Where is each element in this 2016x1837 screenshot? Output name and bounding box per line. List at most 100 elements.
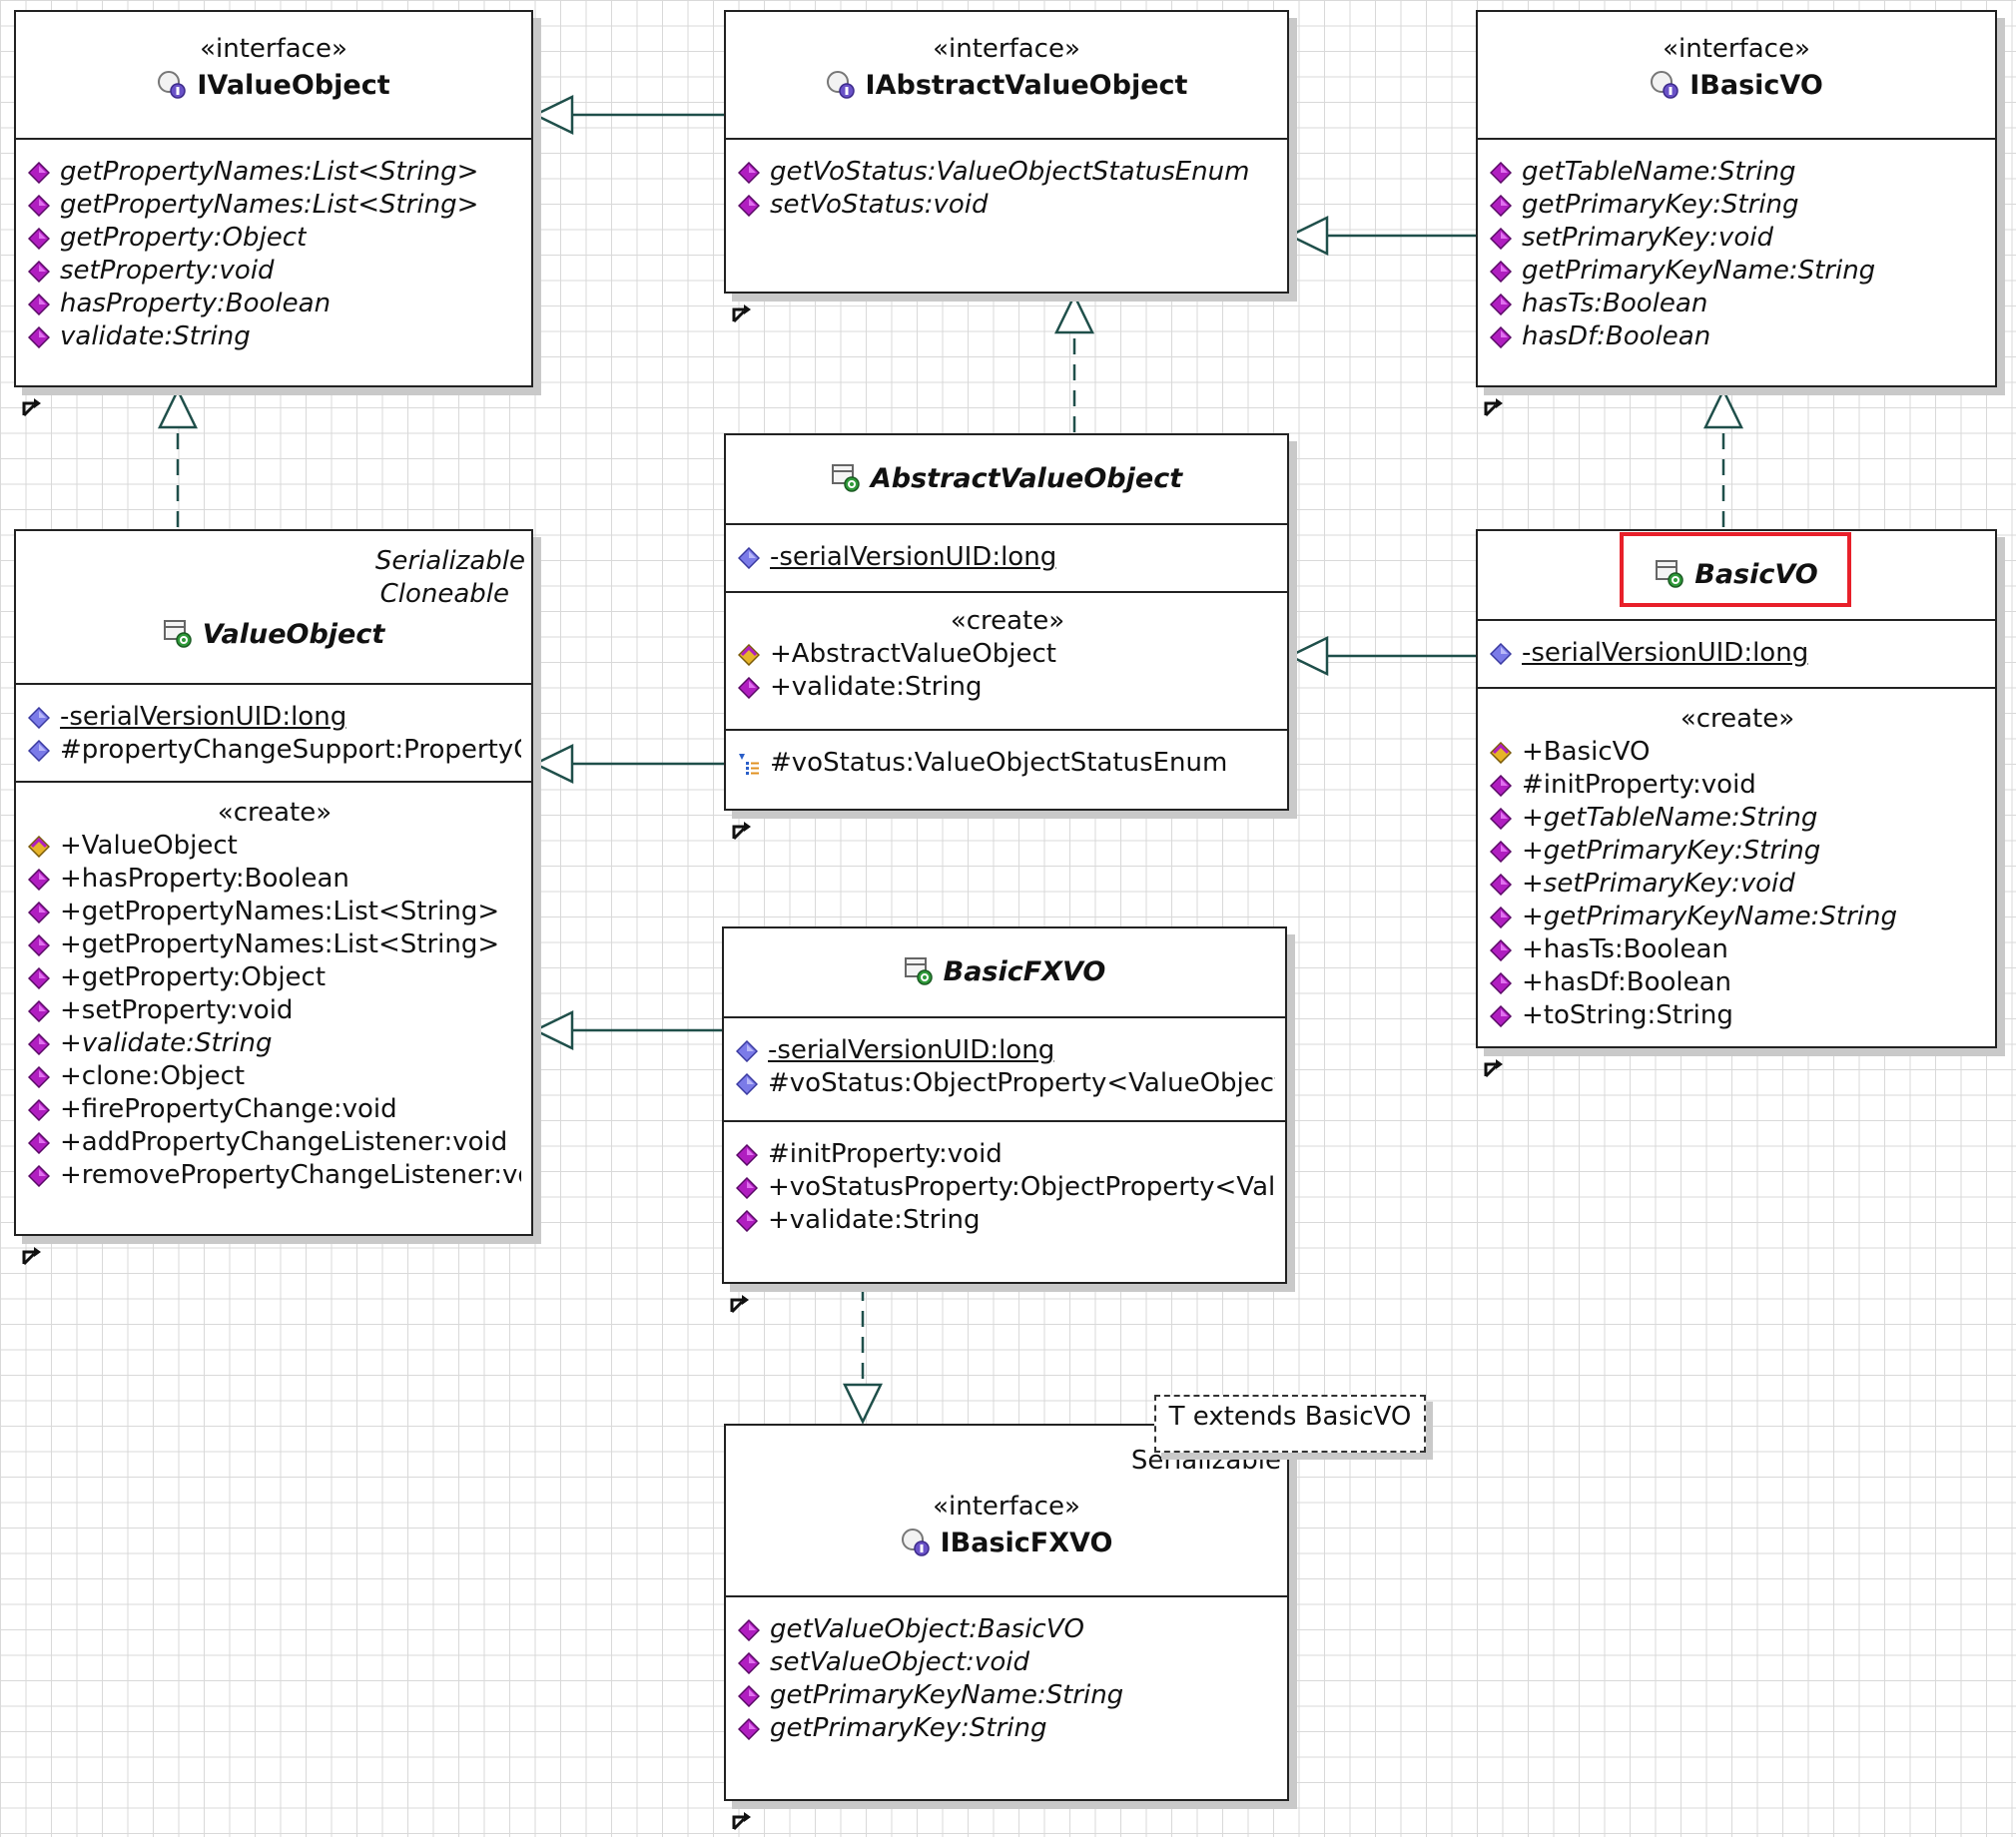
constructor-row[interactable]: +AbstractValueObject bbox=[738, 638, 1277, 671]
class-valueobject[interactable]: Serializable Cloneable ValueObject -seri… bbox=[14, 529, 533, 1236]
method-row[interactable]: +hasProperty:Boolean bbox=[28, 863, 521, 896]
method-icon bbox=[28, 1165, 50, 1187]
method-icon bbox=[28, 967, 50, 989]
protected-field-icon bbox=[738, 753, 760, 775]
method-row[interactable]: +validate:String bbox=[736, 1204, 1275, 1237]
method-row[interactable]: +getPropertyNames:List<String> bbox=[28, 896, 521, 928]
corner-arrow-icon[interactable] bbox=[1484, 397, 1504, 417]
field-row[interactable]: -serialVersionUID:long bbox=[738, 541, 1277, 574]
constructor-row[interactable]: +BasicVO bbox=[1490, 736, 1985, 769]
method-icon bbox=[28, 326, 50, 348]
class-name: BasicVO bbox=[1694, 559, 1818, 590]
method-row[interactable]: +clone:Object bbox=[28, 1060, 521, 1093]
method-icon bbox=[1490, 1005, 1512, 1027]
method-row[interactable]: setValueObject:void bbox=[738, 1646, 1277, 1679]
class-ivalueobject[interactable]: «interface» IValueObject getPropertyName… bbox=[14, 10, 533, 387]
method-icon bbox=[738, 1619, 760, 1641]
method-row[interactable]: +getTableName:String bbox=[1490, 802, 1985, 835]
class-title: BasicFXVO bbox=[724, 952, 1285, 992]
method-row[interactable]: hasTs:Boolean bbox=[1490, 288, 1985, 320]
class-name: IBasicFXVO bbox=[940, 1528, 1113, 1558]
method-row[interactable]: #initProperty:void bbox=[736, 1138, 1275, 1171]
class-name: AbstractValueObject bbox=[870, 463, 1183, 494]
method-icon bbox=[1490, 195, 1512, 217]
corner-arrow-icon[interactable] bbox=[1484, 1058, 1504, 1078]
field-icon bbox=[28, 740, 50, 762]
class-title: AbstractValueObject bbox=[726, 459, 1287, 499]
method-row[interactable]: +getProperty:Object bbox=[28, 961, 521, 994]
method-row[interactable]: +firePropertyChange:void bbox=[28, 1093, 521, 1126]
class-ibasicfxvo[interactable]: Serializable «interface» IBasicFXVO getV… bbox=[724, 1424, 1289, 1801]
method-row[interactable]: +addPropertyChangeListener:void bbox=[28, 1126, 521, 1159]
create-label: «create» bbox=[217, 798, 333, 828]
method-row[interactable]: getPrimaryKeyName:String bbox=[738, 1679, 1277, 1712]
method-row[interactable]: +hasDf:Boolean bbox=[1490, 966, 1985, 999]
methods-section: «create» +ValueObject +hasProperty:Boole… bbox=[16, 783, 531, 1204]
constructor-icon bbox=[738, 644, 760, 666]
method-row[interactable]: getTableName:String bbox=[1490, 156, 1985, 189]
field-row[interactable]: -serialVersionUID:long bbox=[736, 1034, 1275, 1067]
constructor-row[interactable]: +ValueObject bbox=[28, 830, 521, 863]
class-ibasicvo[interactable]: «interface» IBasicVO getTableName:String… bbox=[1476, 10, 1997, 387]
field-row[interactable]: -serialVersionUID:long bbox=[28, 701, 521, 734]
method-row[interactable]: +validate:String bbox=[28, 1027, 521, 1060]
method-row[interactable]: +getPrimaryKeyName:String bbox=[1490, 901, 1985, 933]
method-icon bbox=[1490, 972, 1512, 994]
method-row[interactable]: setVoStatus:void bbox=[738, 189, 1277, 222]
interface-name: Serializable bbox=[374, 546, 525, 576]
class-name: IBasicVO bbox=[1689, 70, 1823, 101]
fields-section: -serialVersionUID:long #propertyChangeSu… bbox=[16, 685, 531, 783]
method-row[interactable]: getVoStatus:ValueObjectStatusEnum bbox=[738, 156, 1277, 189]
constructor-icon bbox=[1490, 742, 1512, 764]
class-basicfxvo[interactable]: BasicFXVO -serialVersionUID:long #voStat… bbox=[722, 926, 1287, 1284]
method-row[interactable]: +removePropertyChangeListener:void bbox=[28, 1159, 521, 1192]
corner-arrow-icon[interactable] bbox=[732, 1811, 752, 1831]
class-header: BasicVO bbox=[1478, 531, 1995, 621]
method-row[interactable]: hasProperty:Boolean bbox=[28, 288, 521, 320]
method-row[interactable]: getValueObject:BasicVO bbox=[738, 1613, 1277, 1646]
class-title: IValueObject bbox=[16, 66, 531, 106]
field-row[interactable]: #voStatus:ObjectProperty<ValueObjectSta bbox=[736, 1067, 1275, 1100]
method-row[interactable]: +validate:String bbox=[738, 671, 1277, 704]
method-icon bbox=[28, 902, 50, 923]
class-iabstractvalueobject[interactable]: «interface» IAbstractValueObject getVoSt… bbox=[724, 10, 1289, 294]
corner-arrow-icon[interactable] bbox=[732, 304, 752, 323]
method-row[interactable]: getPropertyNames:List<String> bbox=[28, 189, 521, 222]
corner-arrow-icon[interactable] bbox=[22, 397, 42, 417]
methods-section: «create» +BasicVO #initProperty:void +ge… bbox=[1478, 689, 1995, 1044]
protected-fields-section: #voStatus:ValueObjectStatusEnum bbox=[726, 731, 1287, 792]
method-icon bbox=[738, 1718, 760, 1740]
field-row[interactable]: #propertyChangeSupport:PropertyChan bbox=[28, 734, 521, 767]
class-abstractvalueobject[interactable]: AbstractValueObject -serialVersionUID:lo… bbox=[724, 433, 1289, 811]
method-row[interactable]: setPrimaryKey:void bbox=[1490, 222, 1985, 255]
method-icon bbox=[736, 1144, 758, 1166]
corner-arrow-icon[interactable] bbox=[732, 821, 752, 841]
class-header: «interface» IAbstractValueObject bbox=[726, 12, 1287, 140]
class-basicvo[interactable]: BasicVO -serialVersionUID:long «create» … bbox=[1476, 529, 1997, 1048]
field-icon bbox=[28, 707, 50, 729]
corner-arrow-icon[interactable] bbox=[730, 1294, 750, 1314]
field-row[interactable]: -serialVersionUID:long bbox=[1490, 637, 1985, 670]
method-row[interactable]: getPropertyNames:List<String> bbox=[28, 156, 521, 189]
method-row[interactable]: hasDf:Boolean bbox=[1490, 320, 1985, 353]
method-icon bbox=[28, 228, 50, 250]
method-row[interactable]: +setPrimaryKey:void bbox=[1490, 868, 1985, 901]
method-row[interactable]: getPrimaryKey:String bbox=[738, 1712, 1277, 1745]
protected-field-row[interactable]: #voStatus:ValueObjectStatusEnum bbox=[738, 747, 1277, 780]
method-icon bbox=[28, 1000, 50, 1022]
method-row[interactable]: getPrimaryKey:String bbox=[1490, 189, 1985, 222]
method-row[interactable]: validate:String bbox=[28, 320, 521, 353]
method-row[interactable]: +setProperty:void bbox=[28, 994, 521, 1027]
method-row[interactable]: +toString:String bbox=[1490, 999, 1985, 1032]
method-row[interactable]: getProperty:Object bbox=[28, 222, 521, 255]
template-parameter-box[interactable]: T extends BasicVO bbox=[1154, 1395, 1426, 1453]
method-row[interactable]: +voStatusProperty:ObjectProperty<ValueC bbox=[736, 1171, 1275, 1204]
method-row[interactable]: +hasTs:Boolean bbox=[1490, 933, 1985, 966]
method-row[interactable]: +getPrimaryKey:String bbox=[1490, 835, 1985, 868]
method-row[interactable]: #initProperty:void bbox=[1490, 769, 1985, 802]
method-row[interactable]: setProperty:void bbox=[28, 255, 521, 288]
corner-arrow-icon[interactable] bbox=[22, 1246, 42, 1266]
method-row[interactable]: +getPropertyNames:List<String> bbox=[28, 928, 521, 961]
field-icon bbox=[1490, 643, 1512, 665]
method-row[interactable]: getPrimaryKeyName:String bbox=[1490, 255, 1985, 288]
